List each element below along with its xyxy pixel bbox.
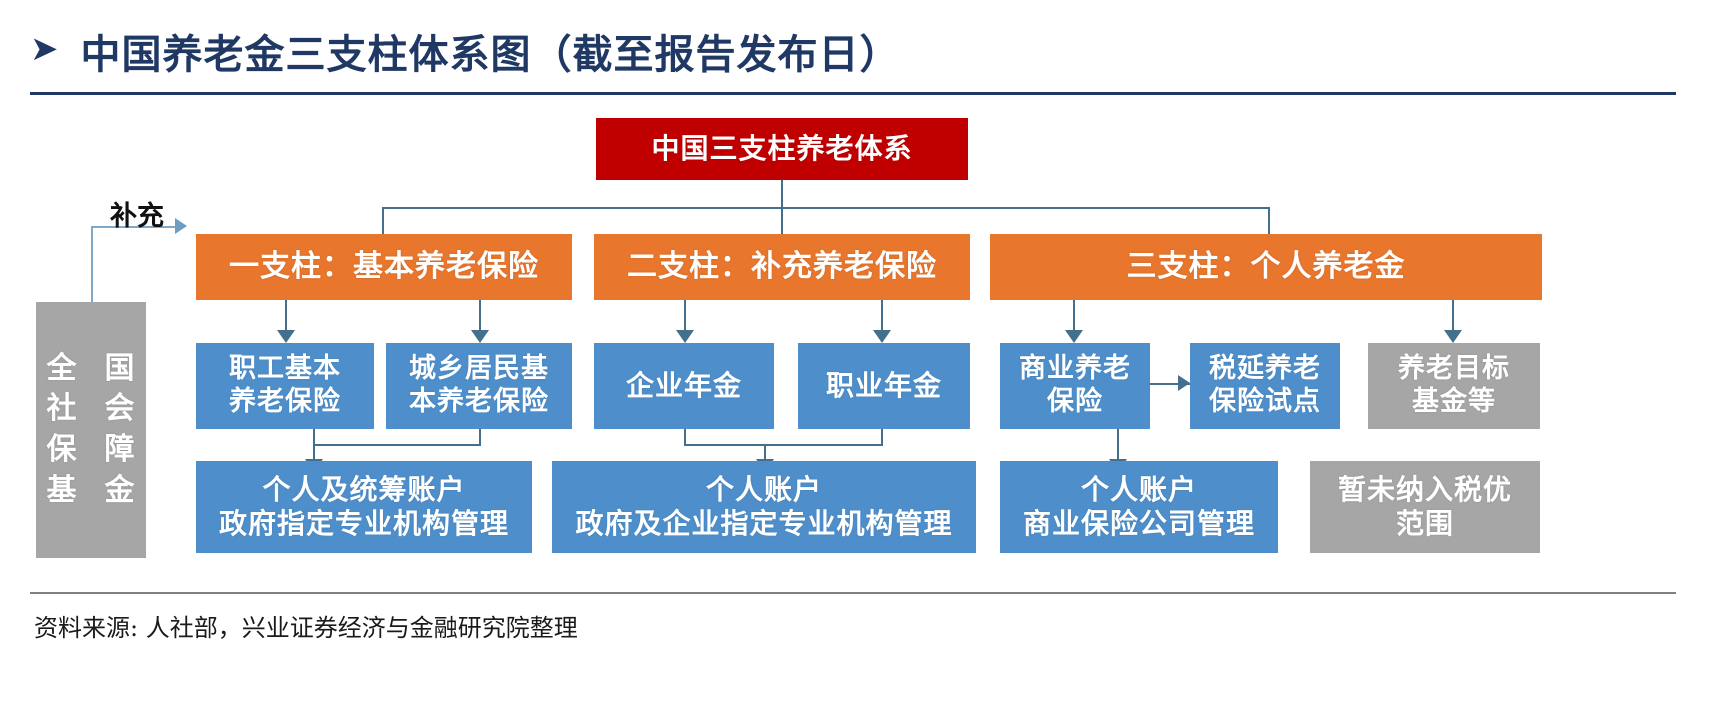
node-item-shuiyan-line2: 保险试点 — [1209, 386, 1321, 417]
node-pillar-2[interactable]: 二支柱：补充养老保险 — [594, 234, 970, 300]
node-item-shuiyan-line1: 税延养老 — [1209, 353, 1321, 385]
connector-p3-b — [1452, 300, 1454, 332]
connector-p2-b — [881, 300, 883, 332]
connector-p2-merge-down — [764, 444, 766, 462]
node-item-shuiyan-pilot[interactable]: 税延养老 保险试点 — [1190, 343, 1340, 429]
node-item-target-fund-line2: 基金等 — [1412, 386, 1496, 417]
connector-p2-merge — [684, 444, 883, 446]
node-account-pillar3-line1: 个人账户 — [1080, 472, 1197, 506]
bullet-arrow-icon: ➤ — [30, 29, 59, 69]
connector-fund-right — [91, 226, 175, 228]
connector-bus-to-pillar3 — [1268, 207, 1270, 234]
node-item-chengxiang[interactable]: 城乡居民基 本养老保险 — [386, 343, 572, 429]
node-root[interactable]: 中国三支柱养老体系 — [596, 118, 968, 180]
connector-qiye-down — [684, 425, 686, 445]
connector-p2-a — [684, 300, 686, 332]
fund-char-2: 国 — [104, 350, 136, 386]
fund-char-4: 会 — [104, 391, 136, 427]
connector-p2-a-arrow — [676, 330, 694, 343]
connector-p3-a-arrow — [1065, 330, 1083, 343]
node-account-pillar3-line2: 商业保险公司管理 — [1022, 507, 1255, 540]
edge-label-supplement: 补充 — [110, 201, 164, 232]
node-account-pillar1-line1: 个人及统筹账户 — [262, 472, 466, 506]
node-account-no-tax-line1: 暂未纳入税优 — [1337, 472, 1512, 506]
node-item-target-fund[interactable]: 养老目标 基金等 — [1368, 343, 1540, 429]
title-divider — [30, 92, 1676, 95]
source-note: 资料来源: 人社部，兴业证券经济与金融研究院整理 — [34, 614, 578, 642]
connector-p2-b-arrow — [873, 330, 891, 343]
node-item-zhiye-nianjin-line1: 职业年金 — [825, 368, 942, 402]
connector-bus — [382, 207, 1270, 209]
fund-char-8: 金 — [104, 472, 136, 508]
connector-p1-a-arrow — [277, 330, 295, 343]
node-account-pillar2-line1: 个人账户 — [705, 472, 822, 506]
node-pillar-1[interactable]: 一支柱：基本养老保险 — [196, 234, 572, 300]
node-account-pillar2[interactable]: 个人账户 政府及企业指定专业机构管理 — [552, 461, 976, 553]
node-item-target-fund-line1: 养老目标 — [1398, 353, 1510, 385]
node-root-label: 中国三支柱养老体系 — [651, 131, 913, 165]
node-item-zhigong[interactable]: 职工基本 养老保险 — [196, 343, 374, 429]
connector-shangye-to-shuiyan-arrow — [1178, 375, 1190, 391]
connector-p3-b-arrow — [1444, 330, 1462, 343]
node-pillar-1-label: 一支柱：基本养老保险 — [229, 248, 539, 284]
node-social-security-fund[interactable]: 全 国 社 会 保 障 基 金 — [36, 302, 146, 558]
connector-zhigong-down — [313, 425, 315, 461]
connector-shangye-down — [1117, 428, 1119, 461]
node-item-zhiye-nianjin[interactable]: 职业年金 — [798, 343, 970, 429]
node-item-qiye-nianjin-line1: 企业年金 — [625, 368, 742, 402]
connector-p1-a — [285, 300, 287, 332]
connector-p3-a — [1073, 300, 1075, 332]
fund-char-6: 障 — [104, 432, 136, 467]
connector-chengxiang-elbow — [313, 444, 481, 446]
connector-fund-up — [91, 226, 93, 302]
node-item-shangye-yanglao[interactable]: 商业养老 保险 — [1000, 343, 1150, 429]
node-item-shangye-line1: 商业养老 — [1019, 353, 1131, 385]
connector-bus-to-pillar2 — [781, 207, 783, 234]
node-item-qiye-nianjin[interactable]: 企业年金 — [594, 343, 774, 429]
node-item-chengxiang-line1: 城乡居民基 — [409, 353, 549, 385]
connector-bus-to-pillar1 — [382, 207, 384, 234]
footer-divider — [30, 592, 1676, 594]
node-account-no-tax-line2: 范围 — [1395, 507, 1454, 540]
fund-char-3: 社 — [46, 391, 78, 427]
node-item-shangye-line2: 保险 — [1047, 386, 1103, 417]
node-item-zhigong-line1: 职工基本 — [229, 353, 341, 385]
connector-fund-arrowhead — [175, 218, 187, 234]
connector-p1-b — [479, 300, 481, 332]
node-item-chengxiang-line2: 本养老保险 — [409, 386, 549, 417]
node-account-pillar1[interactable]: 个人及统筹账户 政府指定专业机构管理 — [196, 461, 532, 553]
node-account-pillar1-line2: 政府指定专业机构管理 — [218, 507, 509, 540]
node-account-pillar2-line2: 政府及企业指定专业机构管理 — [575, 507, 953, 540]
fund-char-1: 全 — [46, 350, 78, 386]
connector-shangye-to-shuiyan — [1150, 383, 1190, 385]
fund-char-7: 基 — [46, 472, 78, 508]
fund-char-5: 保 — [46, 432, 78, 467]
connector-chengxiang-down — [479, 425, 481, 445]
page-title-text: 中国养老金三支柱体系图（截至报告发布日） — [80, 31, 901, 78]
node-item-zhigong-line2: 养老保险 — [229, 386, 341, 417]
node-pillar-3-label: 三支柱：个人养老金 — [1126, 248, 1406, 284]
connector-root-down — [781, 180, 783, 208]
node-account-pillar3[interactable]: 个人账户 商业保险公司管理 — [1000, 461, 1278, 553]
connector-p1-b-arrow — [471, 330, 489, 343]
connector-zhiye-down — [881, 425, 883, 445]
node-pillar-2-label: 二支柱：补充养老保险 — [627, 248, 937, 284]
node-pillar-3[interactable]: 三支柱：个人养老金 — [990, 234, 1542, 300]
page-title: ➤ 中国养老金三支柱体系图（截至报告发布日） — [30, 22, 901, 80]
node-account-no-tax-benefit[interactable]: 暂未纳入税优 范围 — [1310, 461, 1540, 553]
